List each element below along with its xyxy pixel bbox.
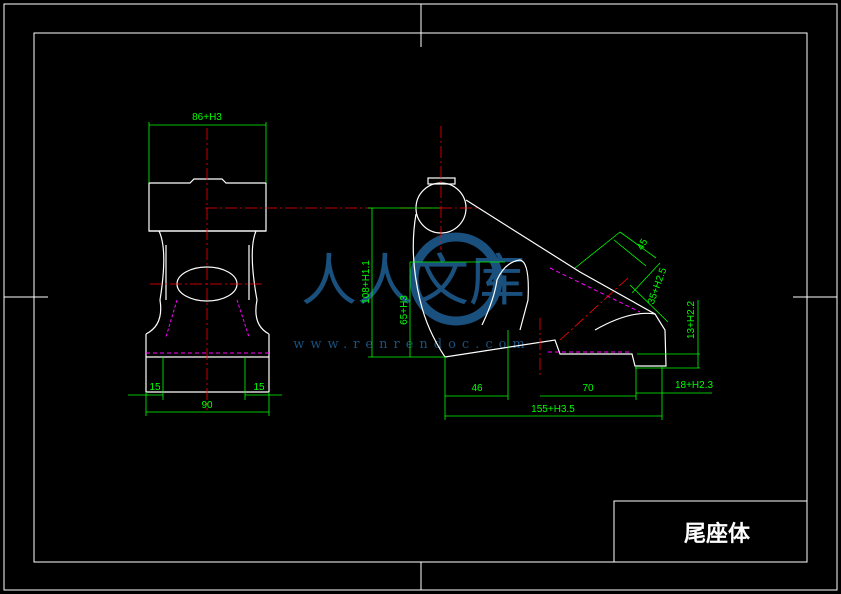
side-hidden-lines xyxy=(548,267,641,353)
front-hidden-lines xyxy=(146,299,269,354)
front-centerlines xyxy=(150,128,372,410)
dim-side-rib-inclined: 35+H2.5 xyxy=(646,266,670,306)
dim-side-base-total: 155+H3.5 xyxy=(531,404,575,415)
watermark-url: www.renrendoc.com xyxy=(293,337,531,352)
side-centerlines xyxy=(400,126,629,378)
title-block xyxy=(613,500,808,563)
watermark-logo: 人人文库 xyxy=(301,249,525,314)
front-dimension-lines xyxy=(128,122,282,416)
dim-side-right-small: 18+H2.3 xyxy=(675,380,714,391)
dim-front-top-width: 86+H3 xyxy=(192,112,222,123)
dim-side-height-total: 108+H1.1 xyxy=(361,260,372,304)
side-dimension-lines xyxy=(368,207,712,420)
front-view: 86+H3 15 15 90 xyxy=(128,112,372,416)
dim-front-base-right: 15 xyxy=(253,382,265,393)
dim-side-rib-top: 45 xyxy=(635,237,650,253)
dim-side-height-mid: 65+H3 xyxy=(399,295,410,325)
part-title: 尾座体 xyxy=(684,521,751,547)
dim-side-base-left: 46 xyxy=(471,383,483,394)
dim-front-base-width: 90 xyxy=(201,400,213,411)
front-outline xyxy=(145,178,270,393)
dim-side-base-mid: 70 xyxy=(582,383,594,394)
sheet-frame xyxy=(3,3,838,591)
dim-side-right-height: 13+H2.2 xyxy=(686,301,697,340)
watermark: 人人文库 www.renrendoc.com xyxy=(293,232,531,352)
dim-front-base-left: 15 xyxy=(149,382,161,393)
